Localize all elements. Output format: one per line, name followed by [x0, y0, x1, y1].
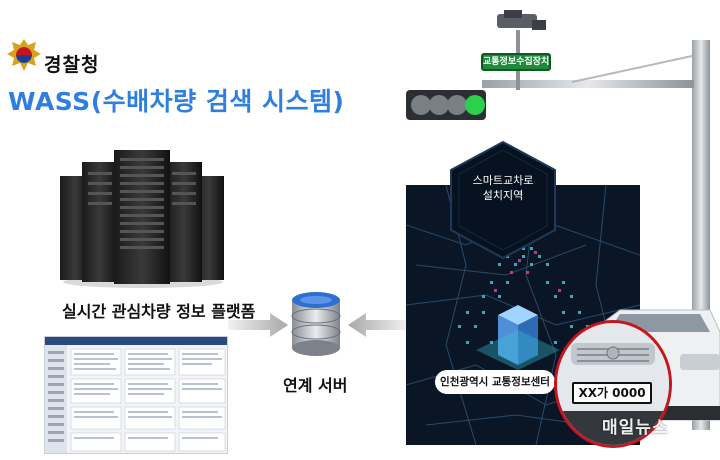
smart-intersection-label: 스마트교차로 설치지역 [472, 174, 534, 202]
platform-screenshot [44, 336, 228, 454]
system-title: WASS(수배차량 검색 시스템) [8, 87, 345, 116]
smart-intersection-hexagon [450, 140, 556, 260]
police-emblem-icon [7, 39, 41, 71]
server-label: 연계 서버 [283, 376, 348, 395]
license-plate: XX가 0000 [572, 382, 652, 404]
server-rack-illustration [60, 150, 224, 288]
watermark: 매일뉴스 [602, 418, 669, 438]
platform-label: 실시간 관심차량 정보 플랫폼 [62, 302, 256, 321]
traffic-data-device-tag: 교통정보수집장치 [481, 53, 551, 71]
agency-name: 경찰청 [44, 54, 100, 76]
database-icon [291, 292, 341, 356]
arrow-right-icon [228, 313, 288, 337]
traffic-center-label: 인천광역시 교통정보센터 [435, 370, 555, 394]
arrow-left-icon [348, 313, 408, 337]
